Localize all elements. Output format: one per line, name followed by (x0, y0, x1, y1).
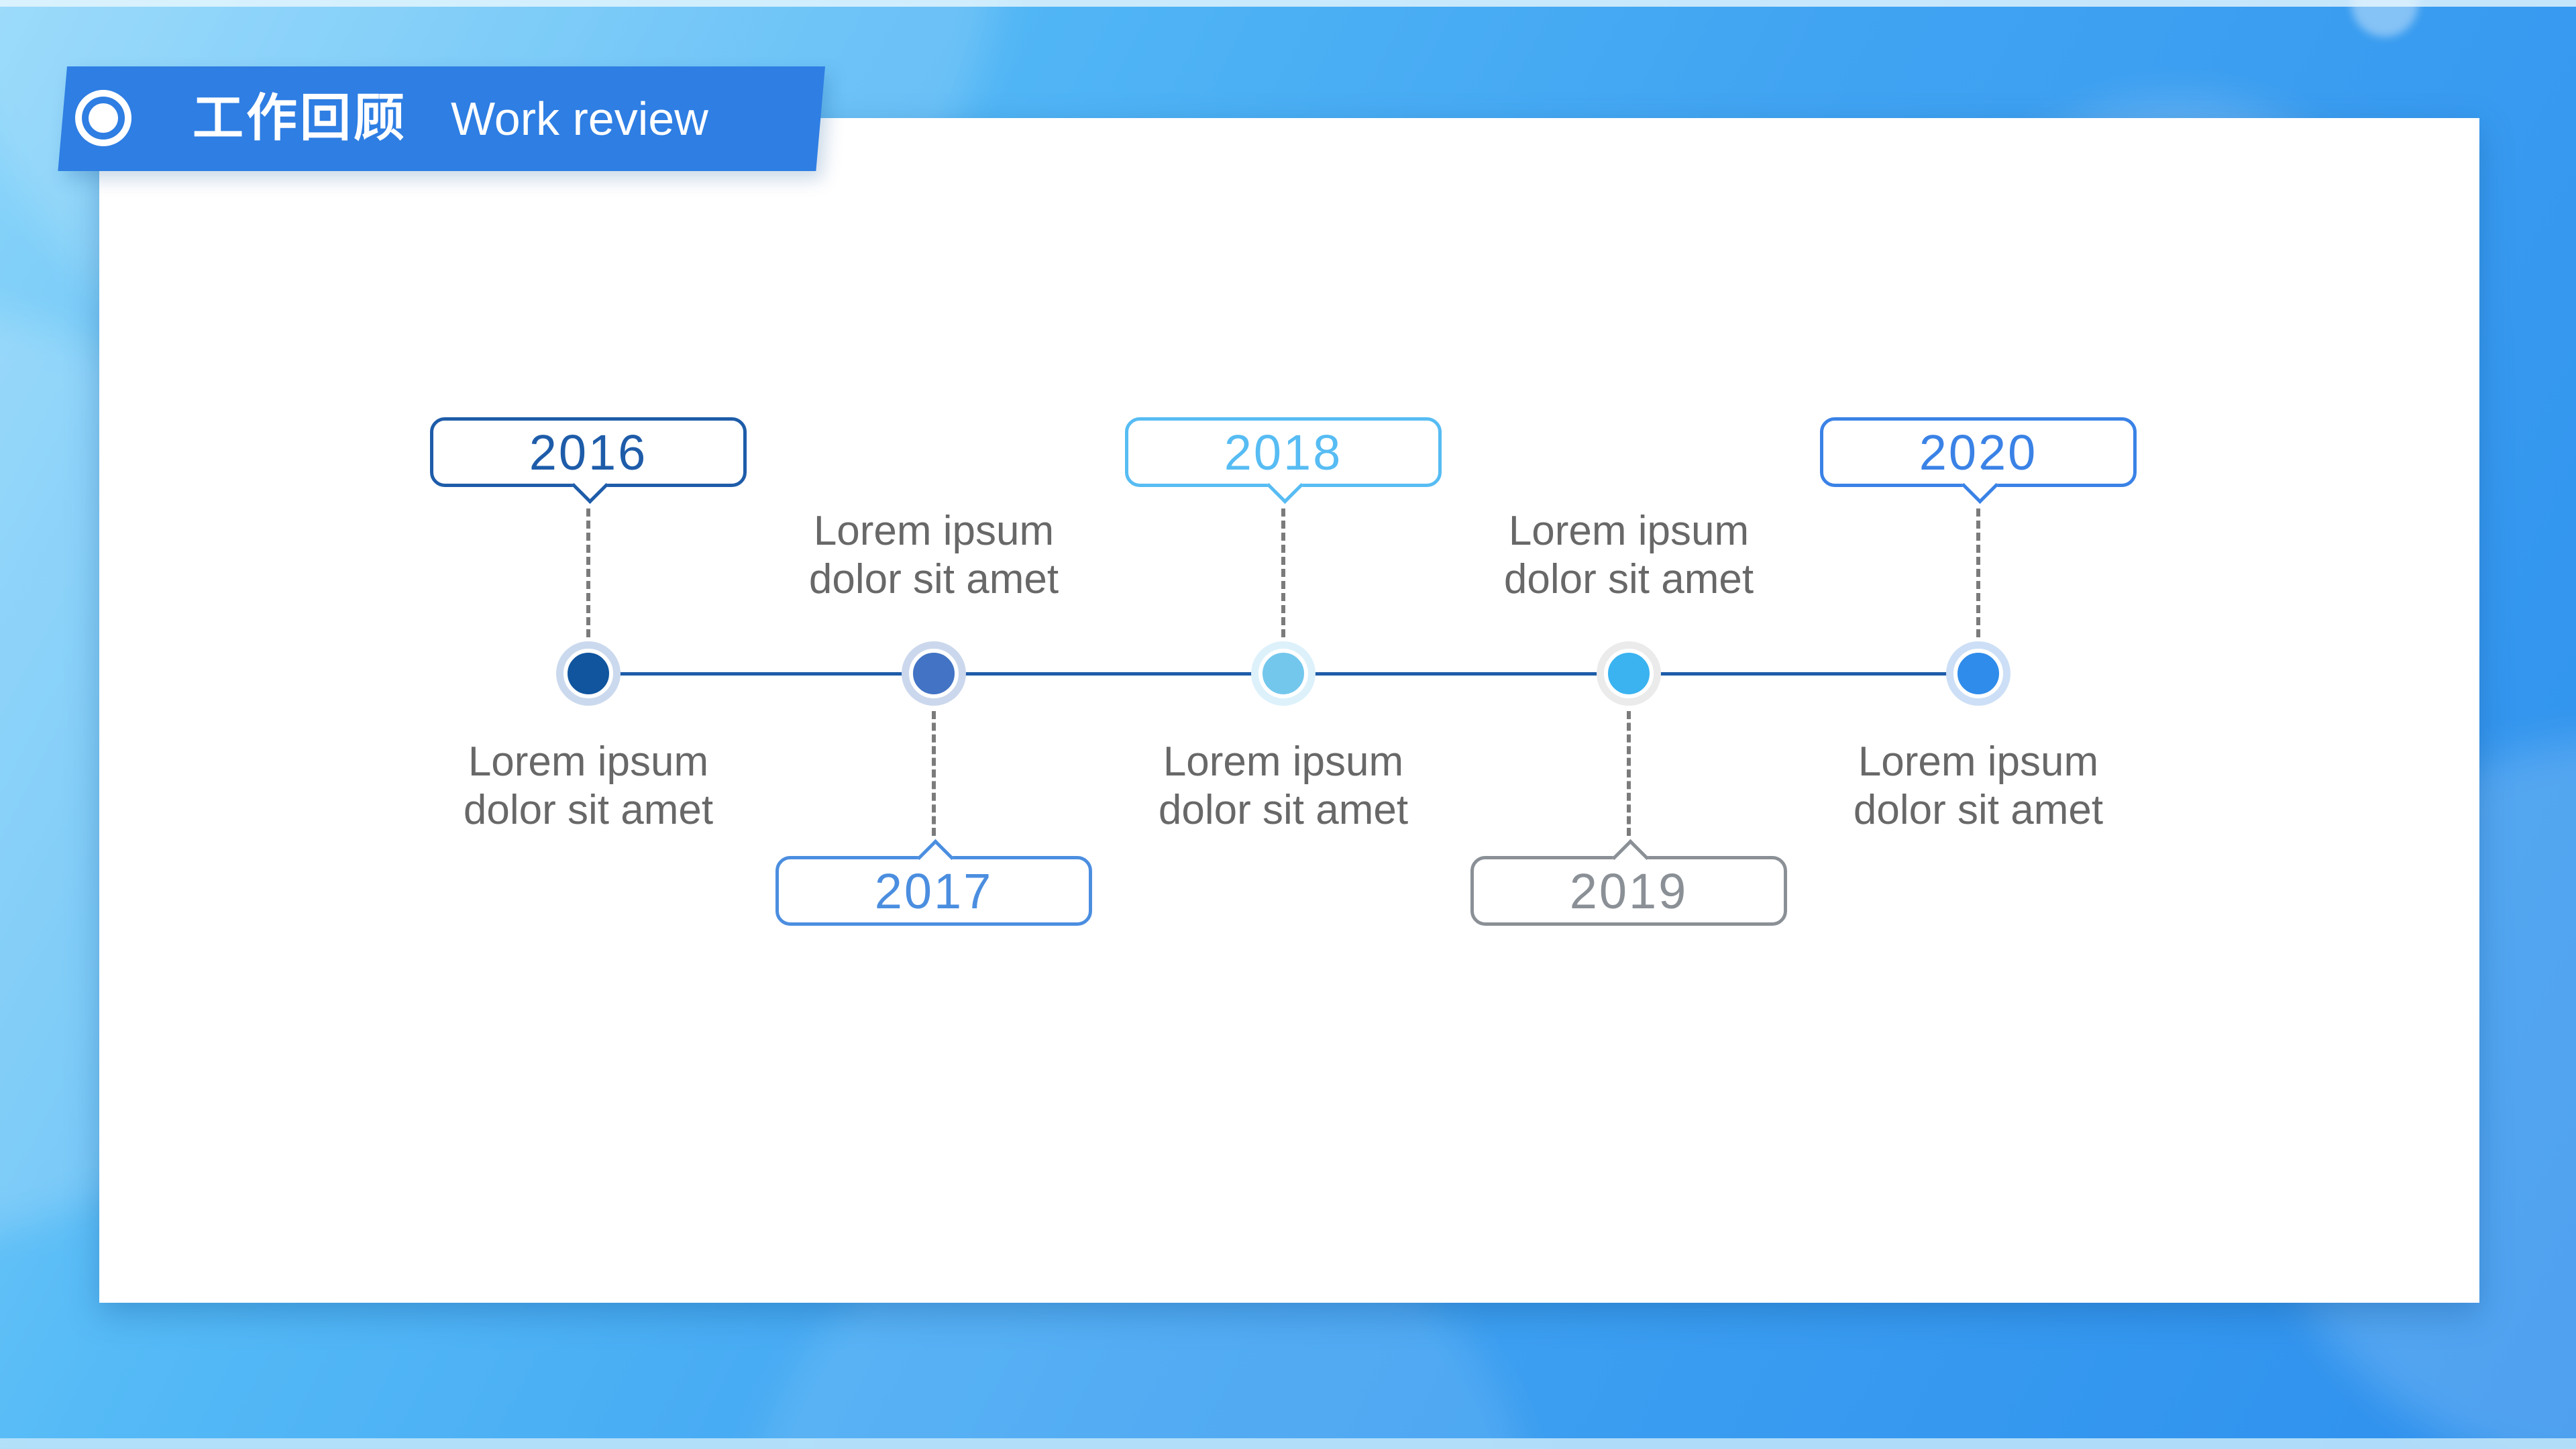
year-bubble: 2016 (430, 417, 747, 487)
content-card (99, 118, 2479, 1303)
description-line-2: dolor sit amet (808, 556, 1059, 602)
year-label: 2018 (1224, 424, 1343, 480)
description-line-2: dolor sit amet (463, 787, 714, 833)
timeline-dot-halo (1597, 641, 1661, 706)
dashed-connector (932, 711, 936, 836)
description-line-1: Lorem ipsum (813, 508, 1055, 554)
description-line-1: Lorem ipsum (1858, 739, 2099, 785)
timeline-dot (1953, 649, 2003, 698)
dashed-connector (586, 508, 590, 637)
description-text: Lorem ipsum dolor sit amet (1421, 507, 1837, 604)
year-bubble: 2019 (1470, 856, 1787, 926)
year-bubble: 2018 (1125, 417, 1442, 487)
dashed-connector (1281, 508, 1285, 637)
timeline-dot (564, 649, 613, 698)
slide-bottom-edge (0, 1438, 2576, 1449)
description-line-1: Lorem ipsum (468, 739, 709, 785)
year-bubble: 2017 (775, 856, 1092, 926)
dashed-connector (1627, 711, 1631, 836)
year-label: 2016 (529, 424, 648, 480)
timeline-dot-halo (1251, 641, 1316, 706)
timeline-dot-halo (556, 641, 621, 706)
year-label: 2017 (874, 863, 994, 919)
header-banner (58, 66, 825, 171)
dashed-connector (1976, 508, 1980, 637)
description-line-1: Lorem ipsum (1508, 508, 1750, 554)
description-line-2: dolor sit amet (1158, 787, 1409, 833)
description-text: Lorem ipsum dolor sit amet (380, 738, 796, 835)
description-text: Lorem ipsum dolor sit amet (1770, 738, 2186, 835)
target-ring-icon-disc (89, 103, 118, 133)
description-text: Lorem ipsum dolor sit amet (726, 507, 1142, 604)
timeline-dot-halo (1946, 641, 2010, 706)
slide-top-edge (0, 0, 2576, 7)
timeline-dot (909, 649, 959, 698)
target-ring-icon (75, 90, 131, 146)
description-line-1: Lorem ipsum (1163, 739, 1404, 785)
description-line-2: dolor sit amet (1503, 556, 1754, 602)
timeline-dot (1604, 649, 1654, 698)
description-text: Lorem ipsum dolor sit amet (1075, 738, 1491, 835)
page-title-zh: 工作回顾 (193, 90, 407, 147)
timeline-dot-halo (902, 641, 966, 706)
description-line-2: dolor sit amet (1853, 787, 2104, 833)
year-label: 2020 (1919, 424, 2038, 480)
year-label: 2019 (1569, 863, 1688, 919)
year-bubble: 2020 (1820, 417, 2137, 487)
page-title-en: Work review (451, 93, 708, 145)
timeline-dot (1258, 649, 1308, 698)
